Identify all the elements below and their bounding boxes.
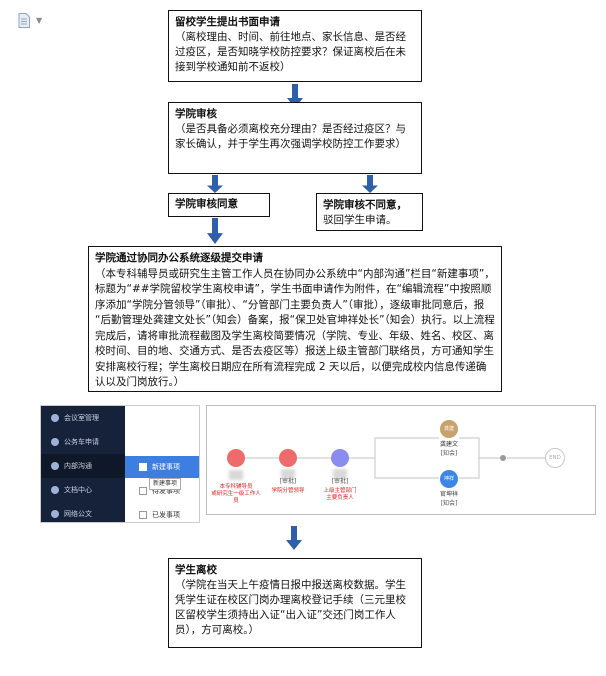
submenu-item-label: 新建事项 xyxy=(152,463,180,471)
step-review-box: 学院审核 （是否具备必须离校充分理由？是否经过疫区？与家长确认，并于学生再次强调… xyxy=(168,102,422,174)
submenu-item-sent[interactable]: 已发事项 xyxy=(125,504,199,522)
step-rejected-body: 驳回学生申请。 xyxy=(323,214,397,226)
workflow-node-security-tag: [知会] xyxy=(440,500,458,507)
step-rejected-title: 学院审核不同意， xyxy=(323,199,407,211)
workflow-node-initiator[interactable] xyxy=(227,449,245,467)
share-icon xyxy=(51,462,59,470)
blurred-name xyxy=(229,470,243,480)
sidebar: 会议室管理 公务车申请 内部沟通 文档中心 网络公文 xyxy=(41,406,125,522)
workflow-node-logistics-name: 龚建文 xyxy=(439,441,458,448)
step-review-body: （是否具备必须离校充分理由？是否经过疫区？与家长确认，并于学生再次强调学校防控工… xyxy=(175,123,406,150)
sidebar-item-label: 会议室管理 xyxy=(64,414,99,422)
workflow-node-dean-tag: [审批] xyxy=(279,478,297,485)
blurred-name xyxy=(333,469,347,479)
workflow-screenshot: 本专科辅导员 或研究生一级工作人员 [审批] 学院分管领导 [审批] 上级主管部… xyxy=(206,405,596,515)
sidebar-item-label: 网络公文 xyxy=(64,510,92,518)
workflow-node-dean-label: 学院分管领导 xyxy=(271,488,305,494)
workflow-node-logistics[interactable]: 龚建 xyxy=(440,420,458,438)
sidebar-item-label: 公务车申请 xyxy=(64,438,99,446)
step-submit-box: 学院通过协同办公系统逐级提交申请 （本专科辅导员或研究生主管工作人员在协同办公系… xyxy=(88,246,502,392)
submenu-item-pending[interactable]: 待发事项 xyxy=(125,480,199,502)
workflow-connectors xyxy=(245,437,547,479)
office-system-screenshot: 会议室管理 公务车申请 内部沟通 文档中心 网络公文 新建事项 待发事项 已发事… xyxy=(40,405,200,523)
step-apply-box: 留校学生提出书面申请 （离校理由、时间、前往地点、家长信息、是否经过疫区，是否知… xyxy=(168,10,422,82)
sidebar-item-documents[interactable]: 文档中心 xyxy=(41,478,125,502)
step-approved-box: 学院审核同意 xyxy=(168,193,270,217)
blurred-name xyxy=(281,469,295,479)
workflow-node-dept-label: 上级主管部门 主要负责人 xyxy=(323,488,357,501)
step-apply-body: （离校理由、时间、前往地点、家长信息、是否经过疫区，是否知晓学校防控要求？保证离… xyxy=(175,31,406,73)
step-leave-box: 学生离校 （学院在当天上午疫情日报中报送离校数据。学生凭学生证在校区门岗办理离校… xyxy=(168,558,422,648)
step-review-title: 学院审核 xyxy=(175,108,217,120)
step-rejected-box: 学院审核不同意， 驳回学生申请。 xyxy=(316,193,423,231)
sent-icon xyxy=(139,511,147,519)
step-approved-title: 学院审核同意 xyxy=(175,198,238,210)
workflow-node-logistics-tag: [知会] xyxy=(440,450,458,457)
folder-icon xyxy=(51,486,59,494)
down-arrow-icon xyxy=(286,526,302,550)
new-item-icon xyxy=(139,463,147,471)
document-icon[interactable] xyxy=(18,13,30,28)
workflow-node-security-name: 官坤祥 xyxy=(439,491,458,498)
step-leave-body: （学院在当天上午疫情日报中报送离校数据。学生凭学生证在校区门岗办理离校登记手续（… xyxy=(175,579,406,636)
chevron-down-icon[interactable]: ▼ xyxy=(36,16,43,25)
step-leave-title: 学生离校 xyxy=(175,564,217,576)
sidebar-item-label: 文档中心 xyxy=(64,486,92,494)
workflow-node-dept-head[interactable] xyxy=(331,449,349,467)
meeting-icon xyxy=(51,414,59,422)
workflow-end-node: END xyxy=(545,448,565,468)
sidebar-item-meeting-room[interactable]: 会议室管理 xyxy=(41,406,125,430)
sidebar-item-vehicle[interactable]: 公务车申请 xyxy=(41,430,125,454)
workflow-node-dept-tag: [审批] xyxy=(331,478,349,485)
submenu-item-label: 已发事项 xyxy=(152,511,180,519)
down-arrow-icon xyxy=(207,218,223,244)
down-arrow-icon xyxy=(207,175,223,193)
workflow-node-initiator-label: 本专科辅导员 或研究生一级工作人员 xyxy=(211,484,261,504)
workflow-node-dean[interactable] xyxy=(279,449,297,467)
sidebar-item-internal-comm[interactable]: 内部沟通 xyxy=(41,454,125,478)
tooltip: 新建事项 xyxy=(149,478,182,490)
car-icon xyxy=(51,438,59,446)
workflow-node-security[interactable]: 坤祥 xyxy=(440,470,458,488)
step-submit-body: （本专科辅导员或研究生主管工作人员在协同办公系统中“内部沟通”栏目“新建事项”，… xyxy=(95,267,495,389)
sidebar-item-label: 内部沟通 xyxy=(64,462,92,470)
submenu: 新建事项 待发事项 已发事项 xyxy=(125,406,199,522)
step-apply-title: 留校学生提出书面申请 xyxy=(175,16,280,28)
step-submit-title: 学院通过协同办公系统逐级提交申请 xyxy=(95,252,263,264)
down-arrow-icon xyxy=(362,175,378,193)
submenu-item-new[interactable]: 新建事项 xyxy=(125,456,199,478)
submenu-item-label: 待发事项 xyxy=(152,487,180,495)
globe-icon xyxy=(51,510,59,518)
sidebar-item-official-docs[interactable]: 网络公文 xyxy=(41,502,125,522)
pending-icon xyxy=(139,487,147,495)
